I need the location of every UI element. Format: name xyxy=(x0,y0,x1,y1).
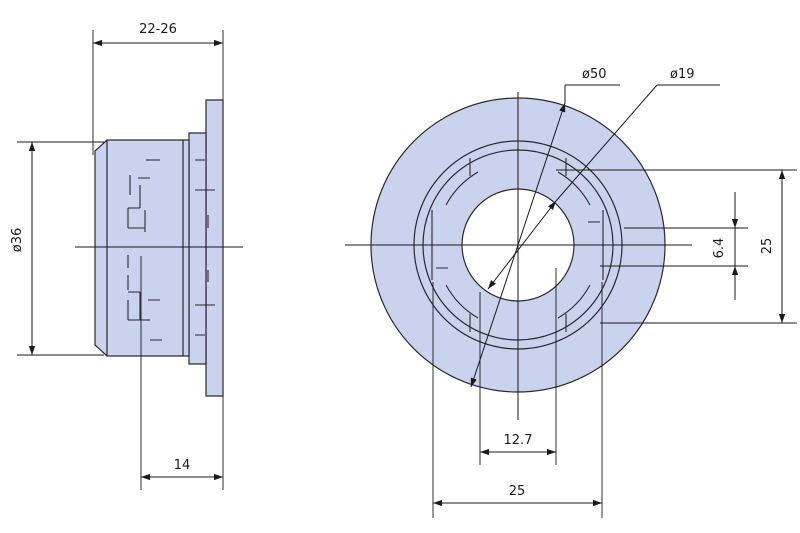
dim-vertical-outer-label: 25 xyxy=(760,238,775,255)
dim-vertical-inner-label: 6.4 xyxy=(712,238,727,259)
dim-flange-diameter-label: ø50 xyxy=(582,67,607,82)
dim-horizontal-outer: 25 xyxy=(432,282,603,518)
step-ring xyxy=(188,132,207,365)
flange-plate xyxy=(205,99,224,397)
dim-horizontal-inner: 12.7 xyxy=(479,268,557,465)
side-view: 22-26 ø36 14 xyxy=(10,22,243,490)
dim-body-length-label: 14 xyxy=(174,458,191,473)
dim-horizontal-outer-label: 25 xyxy=(509,484,526,499)
dim-flange-width-label: 22-26 xyxy=(139,22,177,37)
dim-outer-diameter-label: ø36 xyxy=(10,228,25,253)
dim-body-length: 14 xyxy=(140,256,224,490)
hidden-detail xyxy=(127,159,215,341)
dim-flange-width: 22-26 xyxy=(92,22,224,155)
dim-vertical-inner: 6.4 xyxy=(600,192,748,300)
dim-outer-diameter: ø36 xyxy=(10,141,104,356)
front-view: ø50 ø19 25 6.4 xyxy=(345,67,797,518)
dim-vertical-outer: 25 xyxy=(556,169,797,324)
dim-horizontal-inner-label: 12.7 xyxy=(504,433,533,448)
dim-bore-diameter: ø19 xyxy=(487,67,720,290)
cylinder-body xyxy=(94,139,190,357)
dim-bore-diameter-label: ø19 xyxy=(670,67,695,82)
